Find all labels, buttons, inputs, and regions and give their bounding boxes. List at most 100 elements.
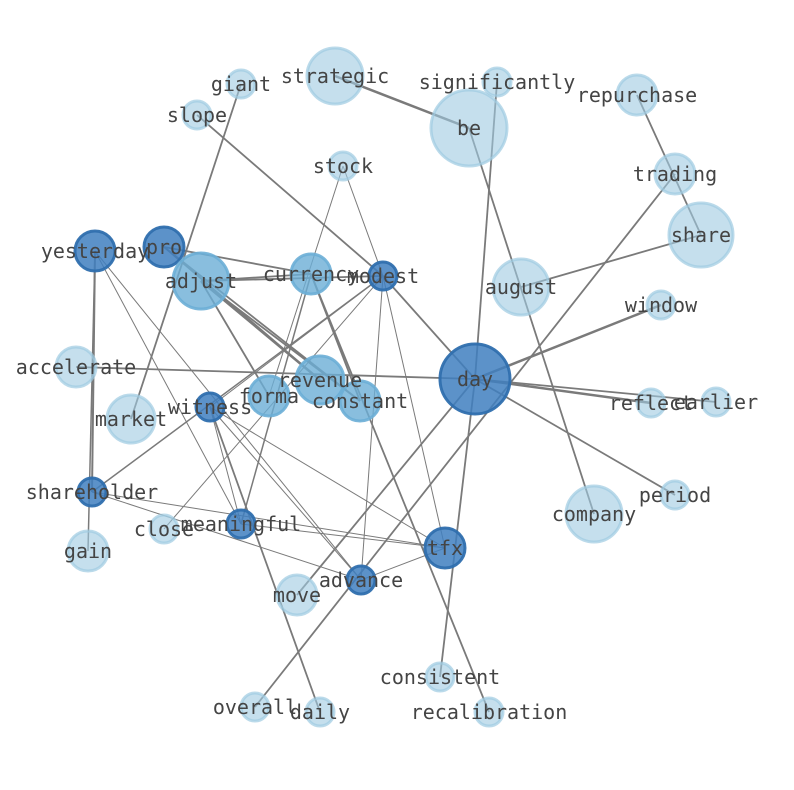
edge-modest-advance bbox=[360, 275, 384, 581]
node-daily bbox=[304, 696, 336, 728]
edge-pro-currency bbox=[163, 246, 312, 275]
node-recalibration bbox=[473, 696, 505, 728]
node-market bbox=[105, 393, 157, 445]
edge-be-company bbox=[468, 127, 595, 515]
node-label-close: close bbox=[134, 517, 194, 541]
edge-slope-modest bbox=[196, 114, 384, 277]
node-accelerate bbox=[54, 345, 98, 389]
edge-accelerate-day bbox=[75, 366, 476, 380]
node-repurchase bbox=[615, 73, 659, 117]
node-label-move: move bbox=[273, 583, 321, 607]
node-label-trading: trading bbox=[633, 162, 717, 186]
node-constant bbox=[338, 379, 382, 423]
node-label-reflect: reflect bbox=[609, 391, 693, 415]
node-period bbox=[659, 479, 691, 511]
edge-shareholder-advance bbox=[91, 491, 362, 581]
edge-witness-tfx bbox=[209, 406, 446, 549]
node-label-shareholder: shareholder bbox=[26, 480, 158, 504]
node-label-yesterday: yesterday bbox=[41, 239, 149, 263]
node-label-significantly: significantly bbox=[419, 70, 576, 94]
node-forma bbox=[247, 374, 291, 418]
edge-day-earlier bbox=[474, 378, 717, 403]
node-adjust bbox=[171, 251, 231, 311]
edge-stock-modest bbox=[342, 165, 384, 277]
node-label-consistent: consistent bbox=[380, 665, 500, 689]
node-pro bbox=[142, 225, 186, 269]
node-yesterday bbox=[73, 229, 117, 273]
node-label-advance: advance bbox=[319, 568, 403, 592]
node-label-repurchase: repurchase bbox=[577, 83, 697, 107]
edge-witness-daily bbox=[209, 406, 321, 713]
node-share bbox=[667, 201, 735, 269]
node-label-company: company bbox=[552, 502, 636, 526]
node-label-currency: currency bbox=[263, 262, 359, 286]
node-stock bbox=[327, 150, 359, 182]
node-label-august: august bbox=[485, 275, 557, 299]
node-reflect bbox=[635, 387, 667, 419]
node-currency bbox=[289, 252, 333, 296]
node-window bbox=[645, 289, 677, 321]
node-label-adjust: adjust bbox=[165, 269, 237, 293]
node-tfx bbox=[423, 526, 467, 570]
node-label-daily: daily bbox=[290, 700, 350, 724]
node-label-strategic: strategic bbox=[281, 64, 389, 88]
node-label-share: share bbox=[671, 223, 731, 247]
node-label-day: day bbox=[457, 367, 493, 391]
edge-witness-advance bbox=[209, 406, 362, 581]
edge-day-period bbox=[474, 378, 676, 496]
edge-shareholder-tfx bbox=[91, 491, 446, 549]
node-label-meaningful: meaningful bbox=[181, 512, 301, 536]
node-overall bbox=[239, 691, 271, 723]
edge-meaningful-tfx bbox=[240, 523, 446, 549]
node-label-gain: gain bbox=[64, 539, 112, 563]
node-label-stock: stock bbox=[313, 154, 373, 178]
node-layer bbox=[54, 46, 735, 728]
node-label-pro: pro bbox=[146, 235, 182, 259]
node-slope bbox=[181, 99, 213, 131]
node-label-constant: constant bbox=[312, 389, 408, 413]
node-label-window: window bbox=[625, 293, 698, 317]
node-label-recalibration: recalibration bbox=[411, 700, 568, 724]
node-earlier bbox=[700, 386, 732, 418]
node-label-period: period bbox=[639, 483, 711, 507]
node-label-market: market bbox=[95, 407, 167, 431]
edge-modest-shareholder bbox=[91, 275, 384, 493]
node-significantly bbox=[481, 66, 513, 98]
node-trading bbox=[653, 152, 697, 196]
node-company bbox=[564, 484, 624, 544]
node-modest bbox=[367, 260, 399, 292]
node-witness bbox=[194, 391, 226, 423]
node-be bbox=[429, 88, 509, 168]
edge-yesterday-advance bbox=[94, 250, 362, 581]
node-label-modest: modest bbox=[347, 264, 419, 288]
node-label-earlier: earlier bbox=[674, 390, 758, 414]
edge-layer bbox=[75, 74, 717, 713]
node-advance bbox=[345, 564, 377, 596]
node-label-giant: giant bbox=[211, 72, 271, 96]
node-gain bbox=[66, 529, 110, 573]
edge-witness-meaningful bbox=[209, 406, 242, 525]
edge-modest-tfx bbox=[382, 275, 446, 549]
node-august bbox=[491, 257, 551, 317]
node-meaningful bbox=[225, 508, 257, 540]
node-consistent bbox=[424, 661, 456, 693]
node-revenue bbox=[294, 354, 346, 406]
node-label-accelerate: accelerate bbox=[16, 355, 136, 379]
node-label-overall: overall bbox=[213, 695, 297, 719]
node-label-revenue: revenue bbox=[278, 368, 362, 392]
node-label-tfx: tfx bbox=[427, 536, 463, 560]
edge-currency-recalibration bbox=[310, 273, 490, 713]
node-move bbox=[275, 573, 319, 617]
node-close bbox=[148, 513, 180, 545]
node-label-witness: witness bbox=[168, 395, 252, 419]
node-day bbox=[438, 342, 512, 416]
edge-day-consistent bbox=[439, 378, 476, 678]
edge-yesterday-meaningful bbox=[94, 250, 242, 525]
node-giant bbox=[225, 68, 257, 100]
edge-day-move bbox=[296, 378, 476, 596]
node-label-forma: forma bbox=[239, 384, 299, 408]
node-strategic bbox=[305, 46, 365, 106]
node-label-be: be bbox=[457, 116, 481, 140]
